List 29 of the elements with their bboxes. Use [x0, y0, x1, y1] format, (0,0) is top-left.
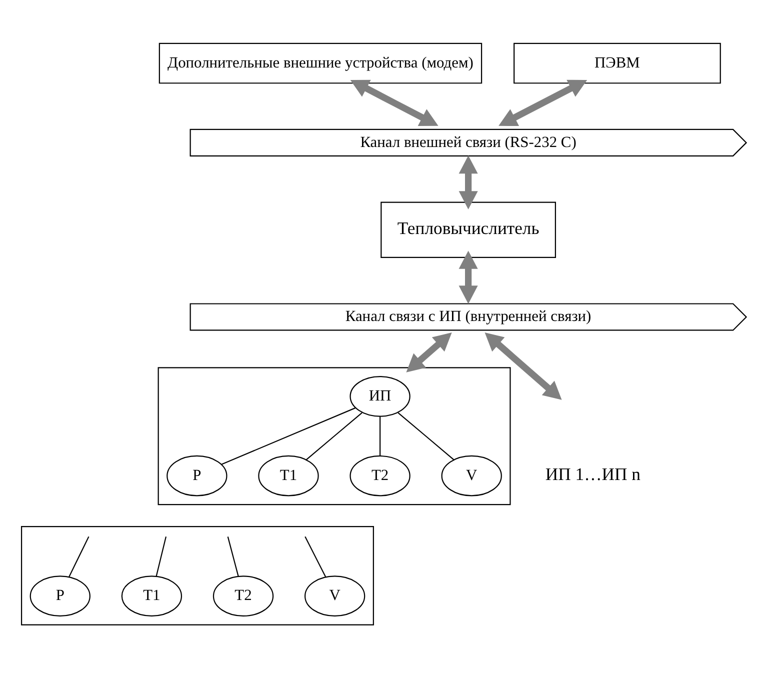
node-box: Дополнительные внешние устройства (модем): [158, 42, 482, 84]
arrow: [406, 332, 452, 372]
connector: [68, 536, 90, 578]
connector: [227, 536, 239, 576]
connector: [221, 407, 356, 465]
connector: [156, 536, 167, 576]
arrow: [458, 156, 478, 210]
node-ellipse: T1: [258, 455, 319, 496]
connector: [398, 412, 454, 460]
node-ellipse: ИП: [350, 376, 410, 417]
arrow: [350, 80, 438, 126]
arrow: [458, 250, 478, 304]
cluster: [20, 526, 374, 626]
arrow: [484, 332, 562, 400]
node-ellipse: V: [304, 576, 366, 616]
arrow: [498, 80, 588, 126]
connector: [304, 536, 326, 578]
label: ИП 1…ИП n: [545, 464, 640, 484]
node-ellipse: T2: [212, 576, 274, 616]
node-box: ПЭВМ: [514, 42, 721, 84]
cluster: [158, 367, 511, 506]
node-box: Тепловычислитель: [380, 202, 556, 258]
node-ellipse: T2: [350, 455, 410, 496]
connector: [306, 412, 362, 460]
node-ellipse: P: [30, 576, 90, 616]
node-ellipse: V: [441, 455, 502, 496]
connector: [380, 416, 381, 456]
node-ellipse: P: [166, 455, 228, 496]
node-ellipse: T1: [121, 576, 182, 616]
